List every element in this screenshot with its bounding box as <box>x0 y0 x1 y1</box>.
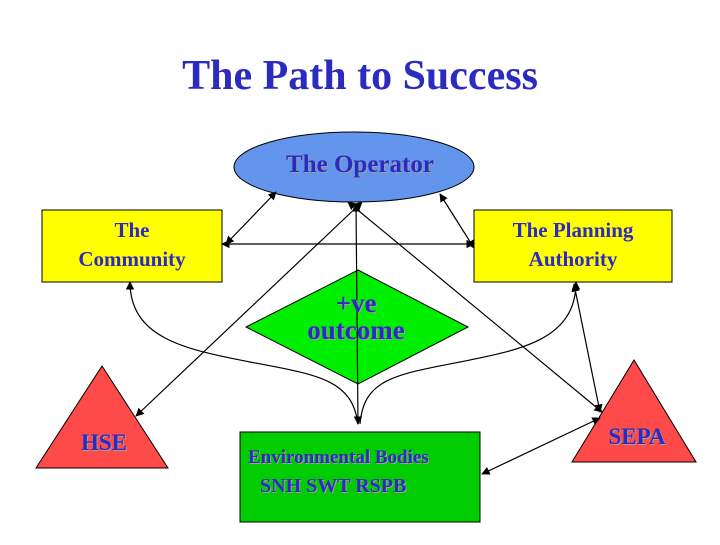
hse-label: HSE <box>64 428 144 457</box>
sepa-node <box>571 359 697 463</box>
connectors <box>125 191 603 475</box>
sepa-label: SEPA <box>592 422 682 451</box>
environmental-bodies-label: Environmental Bodies SNH SWT RSPB <box>244 444 484 500</box>
arrow-operator-planning <box>439 193 475 249</box>
environmental-label-line2: SNH SWT RSPB <box>260 475 407 497</box>
community-label: The Community <box>42 216 222 274</box>
arrow-planning-sepa <box>571 283 603 413</box>
curve-community-environmental <box>125 281 359 425</box>
outcome-label-line1: +ve <box>335 288 377 318</box>
arrow-environmental-sepa <box>481 417 601 475</box>
environmental-bodies-node <box>239 431 481 523</box>
outcome-label-line2: outcome <box>307 315 405 345</box>
sepa-label-text: SEPA <box>608 424 666 449</box>
planning-label-line2: Authority <box>528 247 618 271</box>
page-title: The Path to Success <box>182 53 538 99</box>
operator-label: The Operator <box>240 150 480 179</box>
arrow-operator-hse <box>135 201 363 417</box>
hse-node <box>35 365 169 469</box>
community-label-line1: The <box>114 218 150 242</box>
environmental-label-line1: Environmental Bodies <box>248 447 429 468</box>
hse-label-text: HSE <box>80 430 128 455</box>
arrow-operator-sepa <box>347 201 603 413</box>
operator-label-text: The Operator <box>286 151 434 178</box>
arrow-operator-community <box>225 191 277 245</box>
planning-authority-label: The Planning Authority <box>474 216 672 274</box>
curve-planning-environmental <box>359 281 581 425</box>
planning-label-line1: The Planning <box>512 218 634 242</box>
outcome-label: +ve outcome <box>246 290 466 344</box>
community-label-line2: Community <box>78 247 186 271</box>
